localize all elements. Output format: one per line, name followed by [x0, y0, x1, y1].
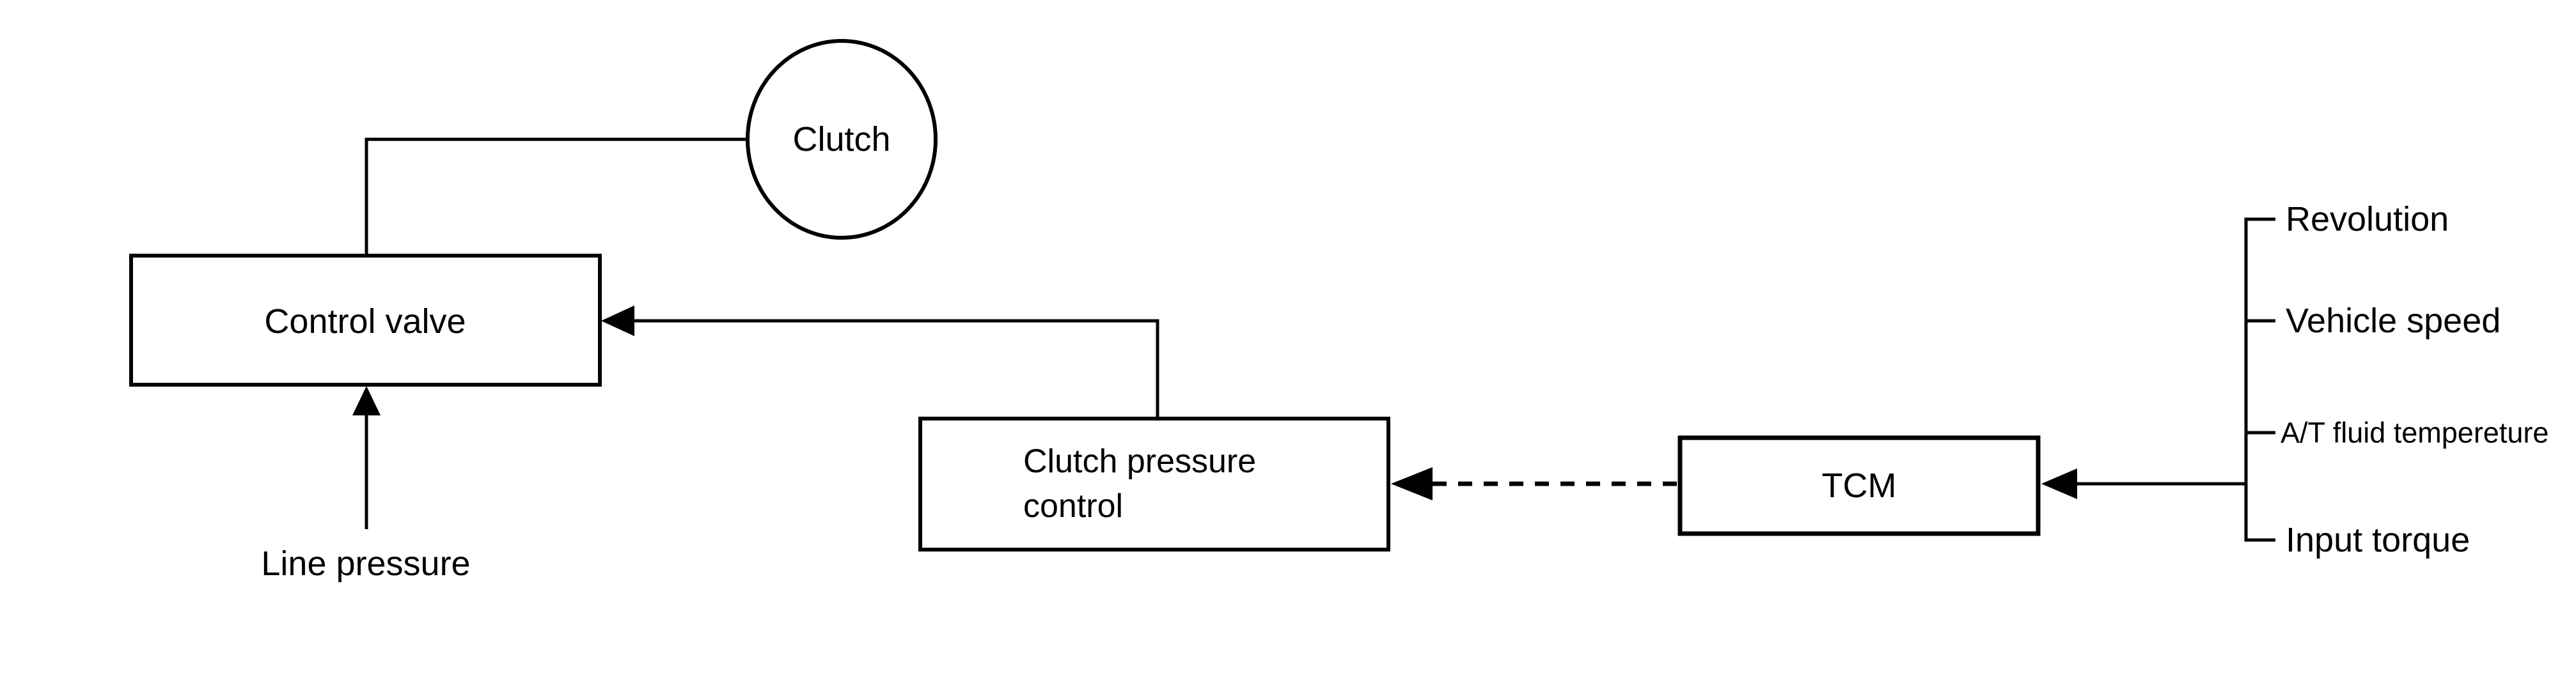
sensor-input-input-torque: Input torque [2286, 521, 2470, 559]
tcm-label: TCM [1822, 467, 1897, 505]
tcm-to-cpc-arrowhead-icon [1391, 467, 1433, 500]
cpc-to-control-valve-arrowhead-icon [601, 305, 634, 336]
cpc-to-control-valve-connector [633, 319, 1159, 419]
clutch-pressure-control-box [918, 417, 1390, 552]
line-pressure-arrowhead-icon [352, 386, 381, 415]
control-valve-box [129, 254, 602, 387]
sensor-input-revolution: Revolution [2286, 200, 2449, 238]
sensor-input-at-fluid-temperature: A/T fluid tempereture [2281, 417, 2549, 449]
inputs-to-tcm-arrowhead-icon [2041, 468, 2077, 499]
sensor-input-vehicle-speed: Vehicle speed [2286, 302, 2501, 340]
clutch-label: Clutch [792, 120, 890, 158]
control-valve-to-clutch-connector [365, 137, 748, 256]
tcm-box [1677, 435, 2041, 536]
clutch-circle [746, 39, 938, 240]
clutch-pressure-control-label-line1: Clutch pressure [1023, 443, 1256, 480]
clutch-pressure-control-label-line2: control [1023, 488, 1123, 525]
control-valve-label: Control valve [264, 302, 466, 341]
sensor-bracket [2244, 217, 2275, 542]
line-pressure-label: Line pressure [261, 544, 470, 583]
